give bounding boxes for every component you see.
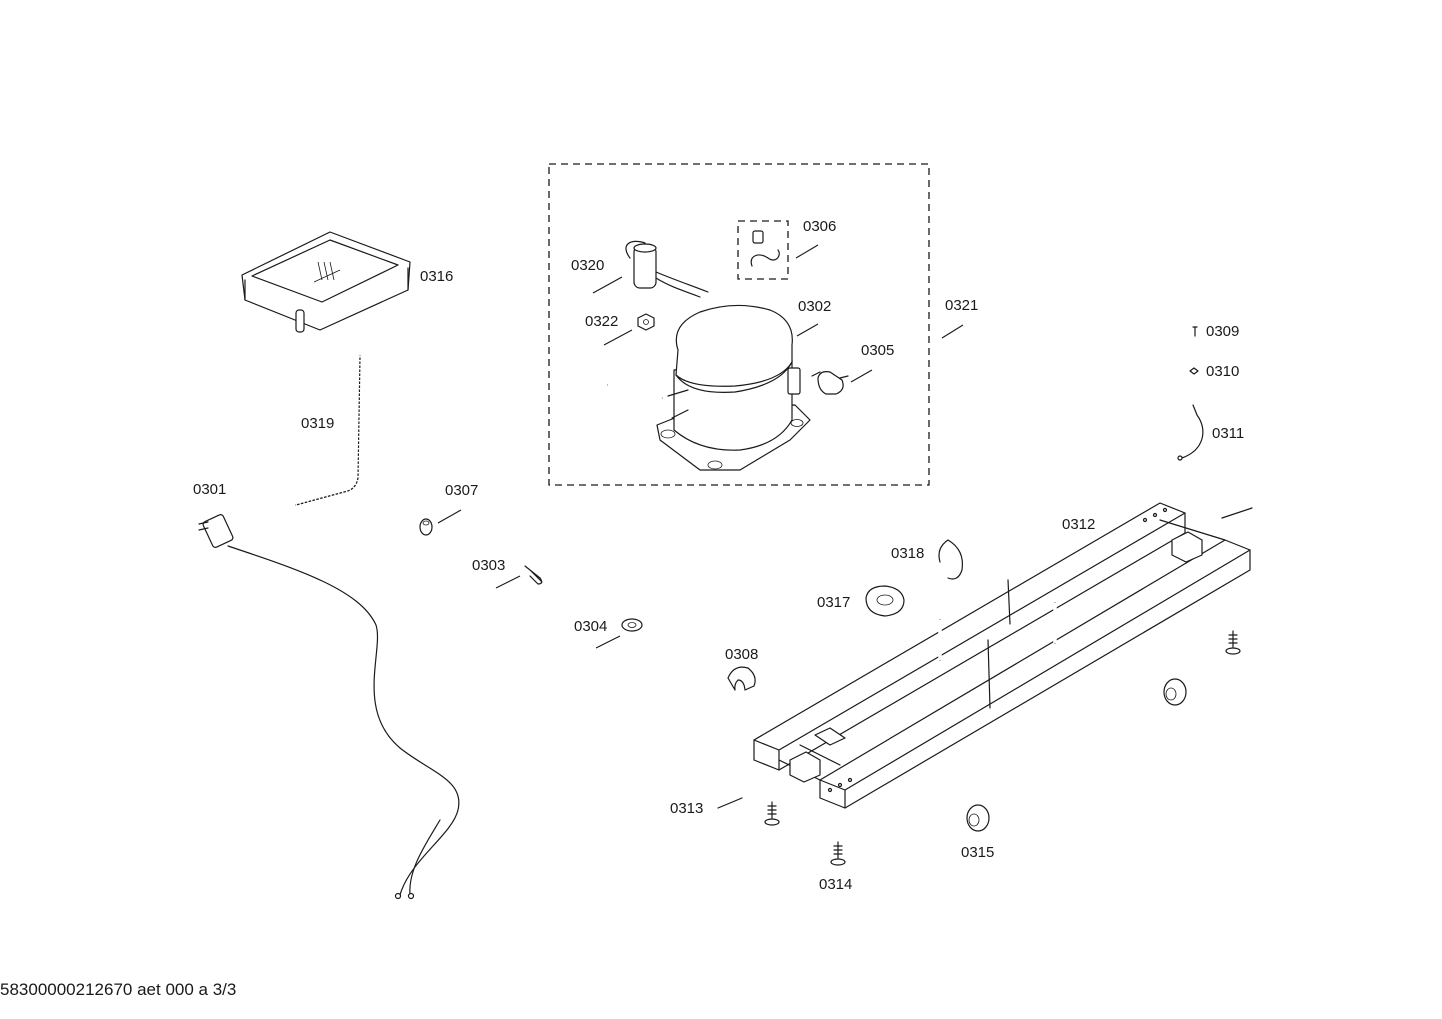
label-0313: 0313 [670, 800, 703, 817]
part-washer [621, 618, 643, 632]
compressor-assembly-box [548, 163, 930, 486]
label-0318: 0318 [891, 545, 924, 562]
part-pin [717, 507, 1253, 809]
label-0321: 0321 [945, 297, 978, 314]
part-base-frame [753, 502, 1251, 809]
label-0317: 0317 [817, 594, 850, 611]
part-labels: 0301 0302 0303 0304 0305 0306 0307 0308 … [193, 218, 1244, 893]
document-id: 58300000212670 aet 000 a 3/3 [0, 980, 237, 999]
part-spacer-ring [865, 585, 905, 617]
part-feet-screws [764, 630, 1241, 866]
label-0319: 0319 [301, 415, 334, 432]
label-0308: 0308 [725, 646, 758, 663]
part-clamp [811, 371, 849, 395]
label-0310: 0310 [1206, 363, 1239, 380]
label-0301: 0301 [193, 481, 226, 498]
part-rollers [966, 678, 1187, 832]
label-0307: 0307 [445, 482, 478, 499]
part-power-cord [198, 514, 460, 900]
part-small-screw [1192, 326, 1198, 337]
part-cable-clip [727, 666, 756, 691]
part-relay [750, 230, 780, 267]
label-0314: 0314 [819, 876, 852, 893]
part-spring-clip [524, 565, 543, 585]
label-0320: 0320 [571, 257, 604, 274]
part-drain-hose [294, 355, 365, 510]
part-wire [1177, 404, 1204, 461]
part-capacitor [625, 240, 709, 298]
label-0311: 0311 [1212, 425, 1244, 442]
label-0315: 0315 [961, 844, 994, 861]
part-circlip [938, 539, 964, 580]
label-0306: 0306 [803, 218, 836, 235]
label-0305: 0305 [861, 342, 894, 359]
part-grommet [419, 518, 433, 536]
part-compressor [607, 304, 811, 471]
label-0304: 0304 [574, 618, 607, 635]
label-0322: 0322 [585, 313, 618, 330]
relay-group-box [737, 220, 789, 280]
label-0316: 0316 [420, 268, 453, 285]
leader-lines [437, 244, 964, 649]
label-0309: 0309 [1206, 323, 1239, 340]
label-0302: 0302 [798, 298, 831, 315]
label-0312: 0312 [1062, 516, 1095, 533]
part-nut [637, 313, 655, 331]
label-0303: 0303 [472, 557, 505, 574]
part-small-clip [1189, 367, 1199, 375]
part-drip-tray [241, 231, 411, 333]
